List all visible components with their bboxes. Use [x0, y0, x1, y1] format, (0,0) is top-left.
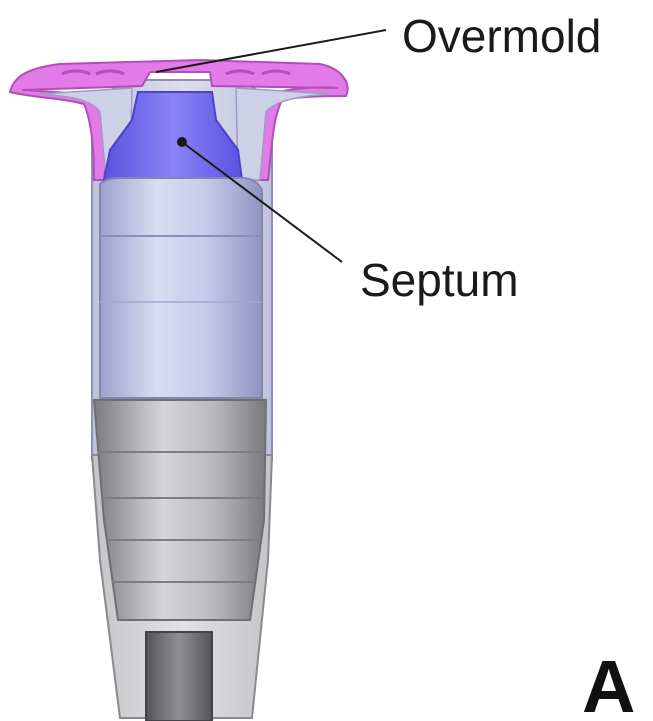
stem: [146, 632, 212, 721]
cap-flange-right: [236, 88, 330, 180]
septum-label: Septum: [360, 254, 519, 306]
upper-chamber: [100, 178, 262, 398]
lower-body: [94, 400, 266, 620]
panel-label: A: [582, 645, 635, 721]
overmold-label: Overmold: [402, 10, 601, 62]
